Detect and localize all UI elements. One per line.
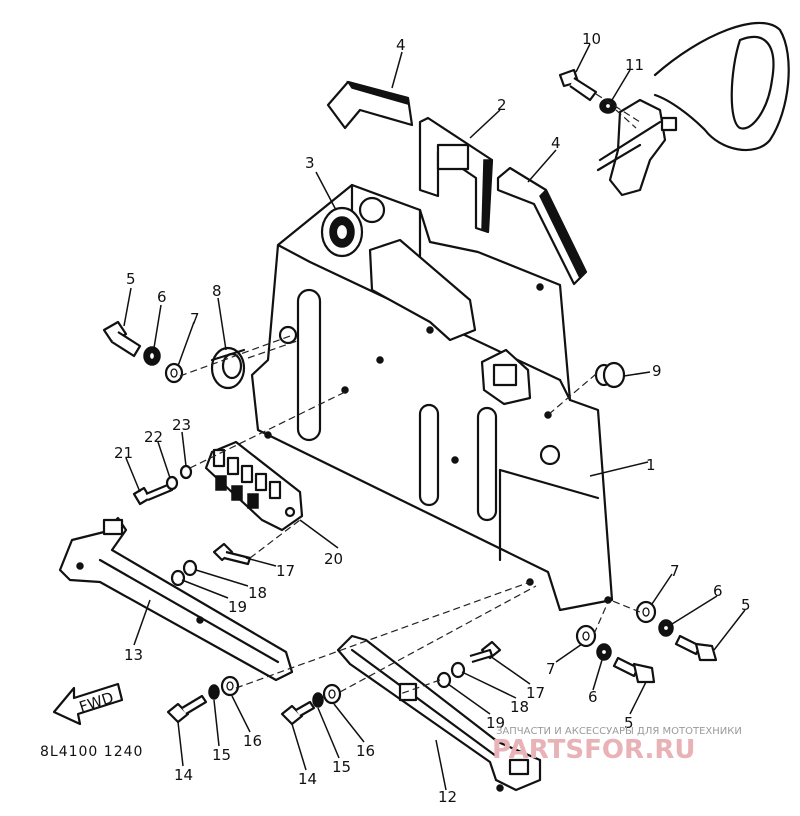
callout-6b: 6 — [713, 582, 723, 600]
bushing-9 — [594, 361, 626, 389]
plate-4-right — [496, 166, 588, 286]
callout-20: 20 — [324, 550, 343, 568]
plate-4-left — [326, 80, 414, 130]
watermark: ЗАПЧАСТИ И АКСЕССУАРЫ ДЛЯ МОТОТЕХНИКИ PA… — [492, 726, 742, 765]
swivel-bracket-body — [250, 183, 614, 612]
stern-bracket-12 — [336, 634, 542, 792]
bolt-14-left — [166, 694, 208, 724]
callout-21: 21 — [114, 444, 133, 462]
callout-6c: 6 — [588, 688, 598, 706]
washer-11 — [599, 98, 617, 114]
fwd-arrow-icon: FWD — [52, 682, 124, 726]
callout-14a: 14 — [174, 766, 193, 784]
watermark-caption: ЗАПЧАСТИ И АКСЕССУАРЫ ДЛЯ МОТОТЕХНИКИ — [496, 726, 742, 737]
callout-9: 9 — [652, 362, 662, 380]
washer-19-left — [170, 569, 186, 587]
callout-16a: 16 — [243, 732, 262, 750]
direction-label: FWD — [77, 688, 116, 716]
washer-7-right-lower — [575, 624, 597, 648]
callout-15b: 15 — [332, 758, 351, 776]
clamp-plate-20 — [204, 440, 304, 532]
washer-22 — [165, 475, 179, 491]
bolt-5-right-upper — [674, 634, 718, 662]
bolt-17-left — [212, 542, 252, 566]
bolt-17-right — [469, 640, 502, 664]
callout-6a: 6 — [157, 288, 167, 306]
callout-17a: 17 — [276, 562, 295, 580]
washer-6-right-lower — [596, 643, 612, 661]
washer-6-left — [143, 346, 161, 366]
callout-1: 1 — [646, 456, 656, 474]
bushing-8 — [210, 346, 246, 390]
callout-5b: 5 — [741, 596, 751, 614]
callout-23: 23 — [172, 416, 191, 434]
callout-8: 8 — [212, 282, 222, 300]
bushing-3 — [320, 206, 364, 258]
callout-7b: 7 — [670, 562, 680, 580]
drawing-code: 8L4100 1240 — [40, 744, 143, 760]
assembly-lines — [179, 93, 641, 695]
callout-12: 12 — [438, 788, 457, 806]
plate-2 — [418, 116, 494, 234]
leader-lines — [123, 43, 746, 791]
callout-10: 10 — [582, 30, 601, 48]
callout-13: 13 — [124, 646, 143, 664]
bolt-10 — [558, 68, 598, 102]
callout-19b: 19 — [486, 714, 505, 732]
washer-15-left — [208, 684, 220, 700]
callout-5c: 5 — [624, 714, 634, 732]
washer-19-right — [436, 671, 452, 689]
callout-16b: 16 — [356, 742, 375, 760]
callout-18a: 18 — [248, 584, 267, 602]
tiller-handle — [596, 21, 790, 197]
callout-15a: 15 — [212, 746, 231, 764]
washer-16-left — [220, 675, 240, 697]
callout-18b: 18 — [510, 698, 529, 716]
callout-7c: 7 — [546, 660, 556, 678]
stern-bracket-13 — [58, 516, 294, 682]
watermark-brand: PARTSFOR.RU — [492, 735, 695, 765]
bolt-21 — [132, 482, 174, 506]
callout-2: 2 — [497, 96, 507, 114]
callout-3: 3 — [305, 154, 315, 172]
callout-5a: 5 — [126, 270, 136, 288]
callout-22: 22 — [144, 428, 163, 446]
callout-14b: 14 — [298, 770, 317, 788]
bolt-5-right-lower — [612, 656, 656, 684]
washer-7-right-upper — [635, 600, 657, 624]
callout-4a: 4 — [396, 36, 406, 54]
washer-7-left — [164, 362, 184, 384]
callout-7a: 7 — [190, 310, 200, 328]
callout-11: 11 — [625, 56, 644, 74]
callout-4b: 4 — [551, 134, 561, 152]
washer-18-right — [450, 661, 466, 679]
bolt-14-center — [280, 700, 316, 726]
callout-numbers: 1 2 3 4 4 5 5 5 6 6 6 7 7 7 8 9 10 11 12… — [114, 30, 751, 806]
washer-15-center — [312, 692, 324, 708]
callout-19a: 19 — [228, 598, 247, 616]
bolt-5-left — [102, 320, 142, 358]
washer-18-left — [182, 559, 198, 577]
washer-16-center — [322, 683, 342, 705]
callout-17b: 17 — [526, 684, 545, 702]
washer-23 — [179, 464, 193, 480]
washer-6-right-upper — [658, 619, 674, 637]
